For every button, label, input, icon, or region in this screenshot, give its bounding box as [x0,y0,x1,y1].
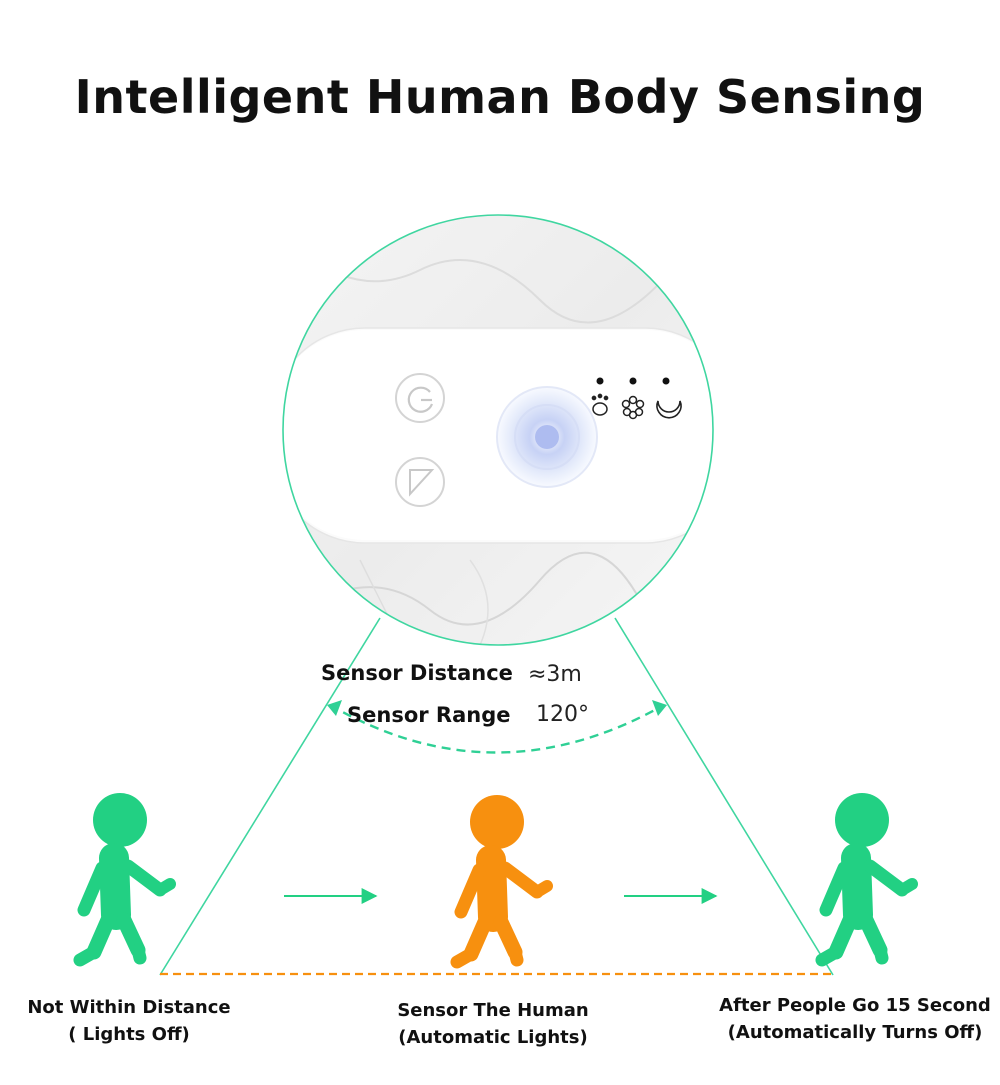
moon-icon [656,400,682,419]
state-caption-center: Sensor The Human (Automatic Lights) [378,997,608,1051]
person-figure-right [815,793,918,967]
sensor-range-arc [329,703,665,754]
state-caption-left: Not Within Distance ( Lights Off) [14,994,244,1048]
figure-limb [863,859,909,897]
figure-head [835,793,889,847]
state-caption-line1: Sensor The Human [397,1000,589,1021]
state-caption-line2: (Automatically Turns Off) [727,1022,983,1043]
figure-limb [841,843,873,930]
person-figure-left [73,793,176,967]
figure-limb [896,878,918,896]
state-caption-line1: After People Go 15 Second [719,995,991,1016]
sensor-distance-label: Sensor Distance [321,661,513,685]
figure-head [93,793,147,847]
figure-limb [154,878,176,896]
figure-limb [450,947,478,969]
figure-limb [873,943,889,965]
figure-limb [77,861,109,917]
figure-limb [121,859,167,897]
device-circle-frame [282,214,714,646]
sensor-distance-value: ≈3m [528,662,582,687]
person-figure-center [450,795,553,969]
power-button-icon [395,373,445,423]
figure-limb [131,943,147,965]
indicator-dot [662,377,670,385]
page-title: Intelligent Human Body Sensing [74,70,926,124]
figure-limb [508,945,524,967]
figure-limb [531,880,553,898]
pet-icon [591,393,609,416]
sensor-range-value: 120° [536,702,589,727]
figure-limb [819,861,851,917]
range-left-edge [159,617,381,976]
range-arc-left-arrow [327,700,342,716]
indicator-dot [629,377,637,385]
flower-icon [621,395,645,420]
state-caption-line2: ( Lights Off) [68,1024,190,1045]
state-caption-line1: Not Within Distance [27,997,231,1018]
figure-limb [99,843,131,930]
play-button-icon [395,457,445,507]
figure-limb [498,861,544,899]
indicator-dot [596,377,604,385]
figure-limb [73,945,101,967]
device-closeup [282,214,714,646]
range-arc-right-arrow [652,700,667,716]
figure-limb [476,845,508,932]
figure-limb [815,945,843,967]
state-caption-line2: (Automatic Lights) [398,1027,588,1048]
figure-limb [454,863,486,919]
pir-sensor-lens [496,386,598,488]
figure-head [470,795,524,849]
range-right-edge [614,617,834,976]
state-caption-right: After People Go 15 Second (Automatically… [712,992,998,1046]
sensor-range-label: Sensor Range [347,703,511,727]
